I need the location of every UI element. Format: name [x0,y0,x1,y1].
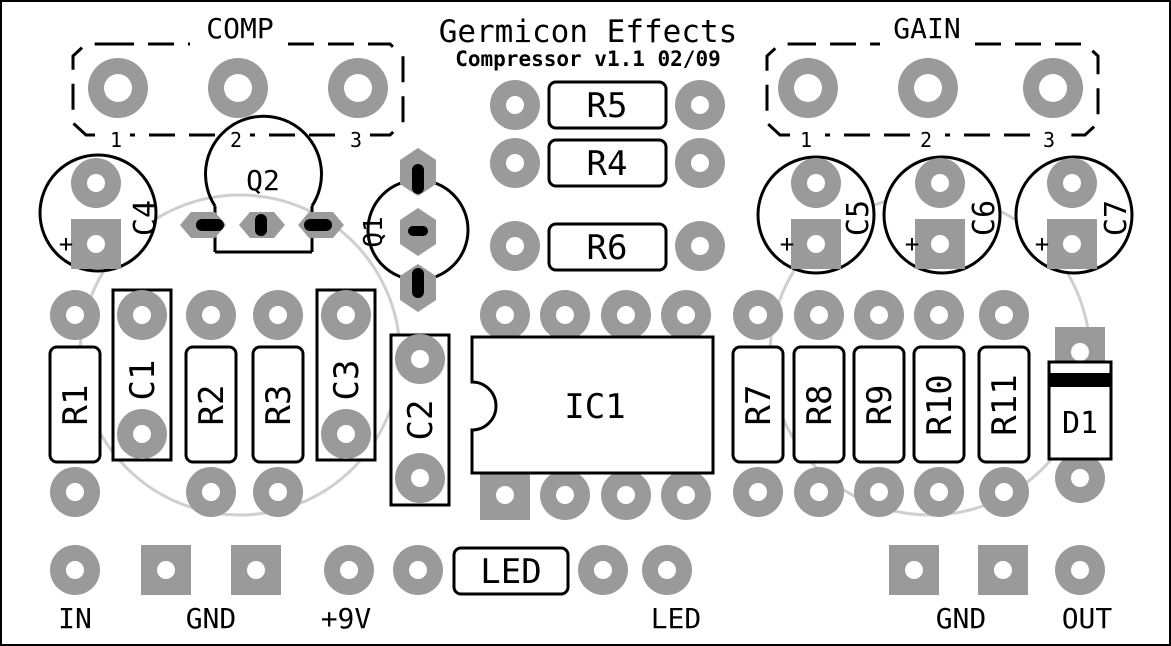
resistor-r3: R3 [251,290,305,517]
capacitor-c4: C4 + [38,153,163,273]
resistor-r9-label: R9 [860,385,900,426]
resistor-r2: R2 [184,290,238,517]
pot-comp-pin-2: 2 [230,128,242,152]
capacitor-c5-plus: + [780,230,794,258]
connector-out-label: OUT [1062,602,1113,635]
capacitor-c1-label: C1 [123,360,163,401]
connector-led-label: LED [651,602,702,635]
board-title: Germicon Effects [439,14,738,50]
pot-gain-label: GAIN [893,12,960,45]
pot-gain-pin-1: 1 [800,128,812,152]
pot-gain: GAIN 1 2 3 [765,12,1100,152]
resistor-r8-label: R8 [800,385,840,426]
pot-comp-pin-1: 1 [110,128,122,152]
resistor-r11-label: R11 [985,374,1025,435]
resistor-r1: R1 [48,290,102,517]
connector-in-label: IN [58,602,92,635]
led-component: LED [393,545,628,596]
capacitor-c6-plus: + [905,230,919,258]
capacitor-c5-label: C5 [841,200,876,236]
resistor-r6: R6 [490,221,725,272]
pot-comp-label: COMP [206,12,273,45]
pot-comp: COMP 1 2 3 [71,12,405,152]
capacitor-c7-label: C7 [1099,200,1134,236]
capacitor-c4-plus: + [59,230,73,258]
ic1-label: IC1 [564,387,625,427]
capacitor-c3: C3 [315,288,377,462]
resistor-r8: R8 [792,290,846,517]
resistor-r6-label: R6 [587,228,628,268]
resistor-r9: R9 [852,290,906,517]
pot-comp-pin-3: 3 [350,128,362,152]
resistor-r1-label: R1 [56,385,96,426]
connector-9v-label: +9V [321,602,372,635]
connector-gnd-left-label: GND [186,602,237,635]
capacitor-c2: C2 [389,333,451,507]
led-component-label: LED [480,552,541,592]
resistor-r2-label: R2 [192,385,232,426]
pot-gain-pin-3: 3 [1043,128,1055,152]
resistor-r5: R5 [490,80,725,130]
transistor-q2-label: Q2 [246,164,280,197]
capacitor-c5: C5 + [756,155,876,275]
ic1: IC1 [470,290,715,520]
capacitor-c4-label: C4 [128,200,163,236]
diode-d1: D1 [1047,327,1113,503]
transistor-q1: Q1 [359,148,470,312]
capacitor-c6-label: C6 [967,200,1002,236]
resistor-r4-label: R4 [587,144,628,184]
capacitor-c7-plus: + [1035,230,1049,258]
resistor-r7-label: R7 [739,385,779,426]
transistor-q2: Q2 [180,114,344,254]
diode-d1-label: D1 [1062,406,1098,441]
capacitor-c2-label: C2 [401,400,441,441]
capacitor-c6: C6 + [882,155,1002,275]
capacitor-c3-label: C3 [327,360,367,401]
connector-gnd-right-label: GND [936,602,987,635]
resistor-r7: R7 [731,290,785,517]
resistor-r4: R4 [490,138,725,188]
board-subtitle: Compressor v1.1 02/09 [455,47,721,71]
resistor-r10-label: R10 [920,374,960,435]
capacitor-c1: C1 [111,288,173,462]
resistor-r11: R11 [977,290,1031,517]
transistor-q1-label: Q1 [359,216,389,247]
resistor-r3-label: R3 [259,385,299,426]
capacitor-c7: C7 + [1014,155,1134,275]
resistor-r10: R10 [912,290,966,517]
pot-gain-pin-2: 2 [920,128,932,152]
resistor-r5-label: R5 [587,86,628,126]
